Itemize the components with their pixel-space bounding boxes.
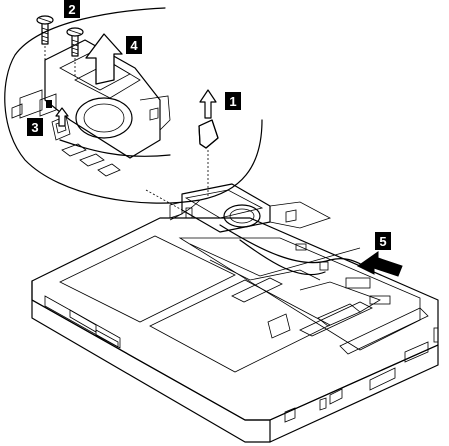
step-badge-2: 2 xyxy=(64,0,80,18)
screw-left xyxy=(36,15,54,45)
laptop-base xyxy=(31,217,439,443)
svg-text:5: 5 xyxy=(379,234,386,249)
arrow-left-icon xyxy=(357,251,403,277)
arrow-up-icon xyxy=(55,107,69,127)
step-badge-4: 4 xyxy=(126,36,142,54)
svg-text:4: 4 xyxy=(130,38,138,53)
leader-line-magnify xyxy=(145,189,183,211)
arrow-up-icon xyxy=(85,33,123,85)
svg-text:1: 1 xyxy=(229,94,236,109)
rubber-cap xyxy=(198,119,219,149)
magnified-detail-view xyxy=(4,7,263,221)
svg-text:3: 3 xyxy=(31,120,38,135)
screw-right xyxy=(66,27,84,57)
step-badge-3: 3 xyxy=(27,118,43,136)
arrow-up-icon xyxy=(199,89,217,119)
fan-assembly-installed xyxy=(169,183,332,233)
step-badge-5: 5 xyxy=(375,232,391,250)
svg-text:2: 2 xyxy=(68,2,75,17)
step-badge-1: 1 xyxy=(225,92,241,110)
